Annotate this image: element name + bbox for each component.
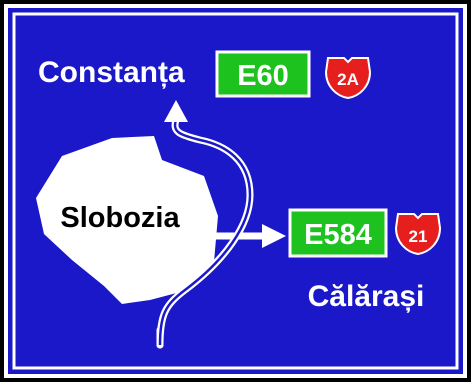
town-outline-shape [36,136,218,304]
destination-right-name: Călărași [308,280,425,313]
national-route-label-top: 2A [337,70,359,89]
national-route-shield-top [324,57,372,100]
destination-center-name: Slobozia [60,202,180,234]
e-route-label-right: E584 [304,219,372,251]
route-line-inner [158,119,252,346]
e-route-badge-top [215,50,311,98]
national-route-shield-right [394,213,442,256]
sign-inner-border [12,12,459,370]
arrow-up-head [164,100,188,122]
national-route-label-right: 21 [409,227,428,246]
destination-top-name: Constanța [38,56,185,89]
e-route-label-top: E60 [237,60,289,92]
arrow-right-head [262,224,286,248]
e-route-badge-right [288,208,388,258]
